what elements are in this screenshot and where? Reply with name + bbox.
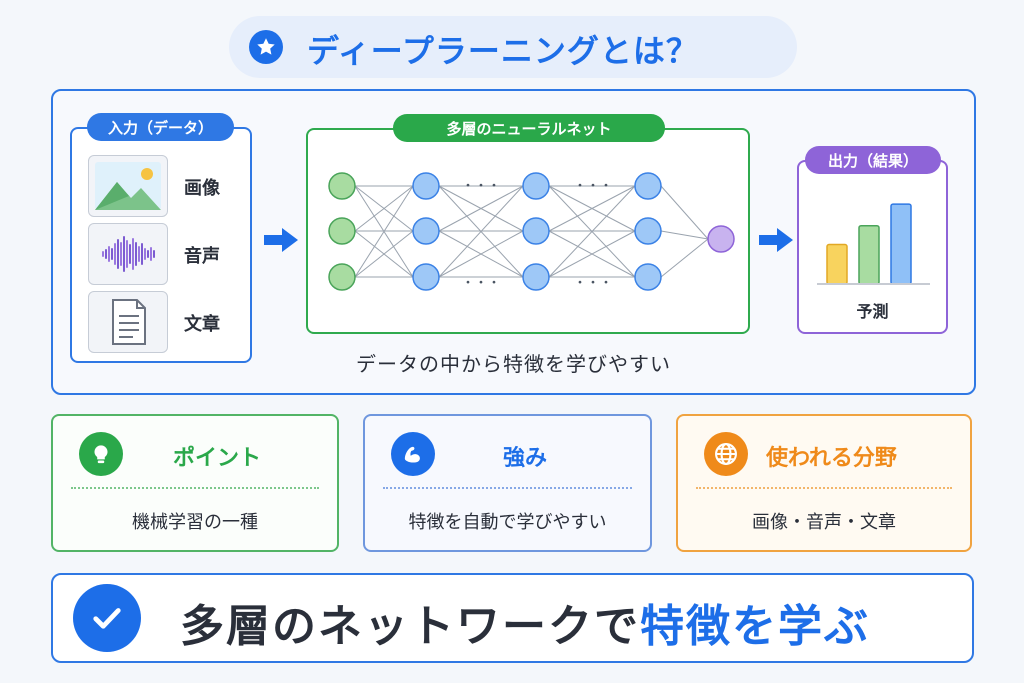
output-tag: 出力（結果）: [805, 146, 941, 174]
connections: [354, 185, 709, 278]
strength-title: 強み: [503, 446, 548, 471]
ellipsis-text: ・・・: [461, 179, 500, 194]
arrow-right-icon: [759, 228, 793, 252]
lightbulb-icon: [79, 432, 123, 476]
connection-line: [660, 230, 709, 240]
input-label-image: 画像: [184, 178, 220, 199]
fields-card: 使われる分野 画像・音声・文章: [676, 414, 972, 552]
input-tag: 入力（データ）: [87, 113, 234, 141]
output-label: 予測: [856, 302, 889, 321]
hidden-node: [412, 217, 440, 245]
connection-line: [438, 230, 524, 278]
hidden-node: [634, 172, 662, 200]
output-node: [707, 225, 735, 253]
diagram-caption: データの中から特徴を学びやすい: [356, 352, 671, 376]
hidden-node: [522, 217, 550, 245]
ellipsis-text: ・・・: [573, 276, 612, 291]
point-title: ポイント: [173, 446, 262, 471]
input-node: [328, 172, 356, 200]
document-icon: [88, 291, 168, 353]
output-bar: [858, 224, 880, 284]
summary-text-blue: 特徴を学ぶ: [640, 601, 870, 652]
input-node: [328, 263, 356, 291]
connection-line: [354, 185, 414, 232]
star-icon: [249, 30, 283, 64]
connection-line: [548, 185, 636, 232]
connection-line: [438, 185, 524, 232]
hidden-node: [412, 263, 440, 291]
muscle-icon: [391, 432, 435, 476]
input-label-audio: 音声: [184, 246, 220, 267]
audio-wave-icon: [88, 223, 168, 285]
hidden-node: [634, 217, 662, 245]
connection-line: [354, 185, 414, 278]
page-title: ディープラーニングとは？: [307, 32, 699, 70]
divider: [696, 487, 952, 489]
connection-line: [354, 230, 414, 278]
output-bar: [826, 243, 848, 284]
strength-card: 強み 特徴を自動で学びやすい: [363, 414, 652, 552]
connection-line: [660, 185, 709, 240]
connection-line: [660, 238, 709, 278]
connection-line: [438, 185, 524, 278]
ellipsis-text: ・・・: [461, 276, 500, 291]
image-icon: [88, 155, 168, 217]
title-banner: ディープラーニングとは？: [229, 16, 797, 78]
divider: [71, 487, 319, 489]
fields-body: 画像・音声・文章: [752, 512, 896, 533]
checkmark-icon: [73, 584, 141, 652]
network-tag: 多層のニューラルネット: [393, 114, 665, 142]
summary-text-dark: 多層のネットワークで: [180, 601, 640, 652]
summary-bar: [51, 573, 974, 663]
neural-network-diagram: ・・・・・・・・・・・・: [328, 172, 735, 291]
connection-line: [548, 230, 636, 278]
summary-text: 多層のネットワークで特徴を学ぶ: [180, 590, 870, 654]
chart-baseline: [817, 283, 930, 285]
arrow-right-icon: [264, 228, 298, 252]
divider: [383, 487, 632, 489]
hidden-node: [412, 172, 440, 200]
strength-body: 特徴を自動で学びやすい: [408, 512, 607, 533]
point-card: ポイント 機械学習の一種: [51, 414, 339, 552]
point-body: 機械学習の一種: [132, 512, 258, 533]
connection-line: [548, 185, 636, 278]
input-label-text: 文章: [184, 314, 220, 335]
bar-chart-icon: [826, 203, 912, 284]
input-node: [328, 217, 356, 245]
output-bar: [890, 203, 912, 284]
hidden-node: [634, 263, 662, 291]
hidden-node: [522, 172, 550, 200]
hidden-node: [522, 263, 550, 291]
fields-title: 使われる分野: [766, 446, 897, 471]
ellipsis-text: ・・・: [573, 179, 612, 194]
globe-icon: [704, 432, 748, 476]
